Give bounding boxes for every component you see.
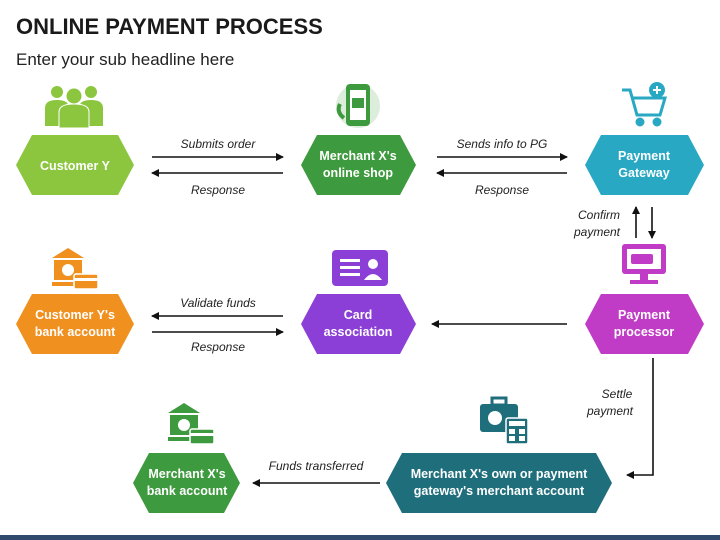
footer-bar [0, 535, 720, 540]
node-customer-y: Customer Y [16, 135, 134, 195]
page-subtitle: Enter your sub headline here [16, 50, 235, 69]
payment-terminal-icon [622, 244, 666, 284]
briefcase-calculator-icon [480, 396, 529, 445]
edge-label-response-1: Response [191, 183, 245, 197]
edge-label-submits-order: Submits order [181, 137, 257, 151]
bank-card-icon [168, 403, 215, 445]
customers-icon [45, 86, 103, 129]
page-title: ONLINE PAYMENT PROCESS [16, 14, 323, 39]
node-label: Customer Y [40, 159, 111, 173]
shopping-cart-icon [622, 82, 668, 127]
edge-label-response-3: Response [191, 340, 245, 354]
edge-label-response-2: Response [475, 183, 529, 197]
flow-arrows [151, 153, 656, 487]
bank-card-icon [52, 248, 99, 290]
mobile-shop-icon [336, 84, 380, 128]
edge-label-sends-info: Sends info to PG [457, 137, 548, 151]
arrow-settle-payment [626, 358, 654, 479]
id-card-icon [332, 250, 388, 286]
edge-label-funds-transferred: Funds transferred [269, 459, 364, 473]
edge-label-validate-funds: Validate funds [180, 296, 256, 310]
